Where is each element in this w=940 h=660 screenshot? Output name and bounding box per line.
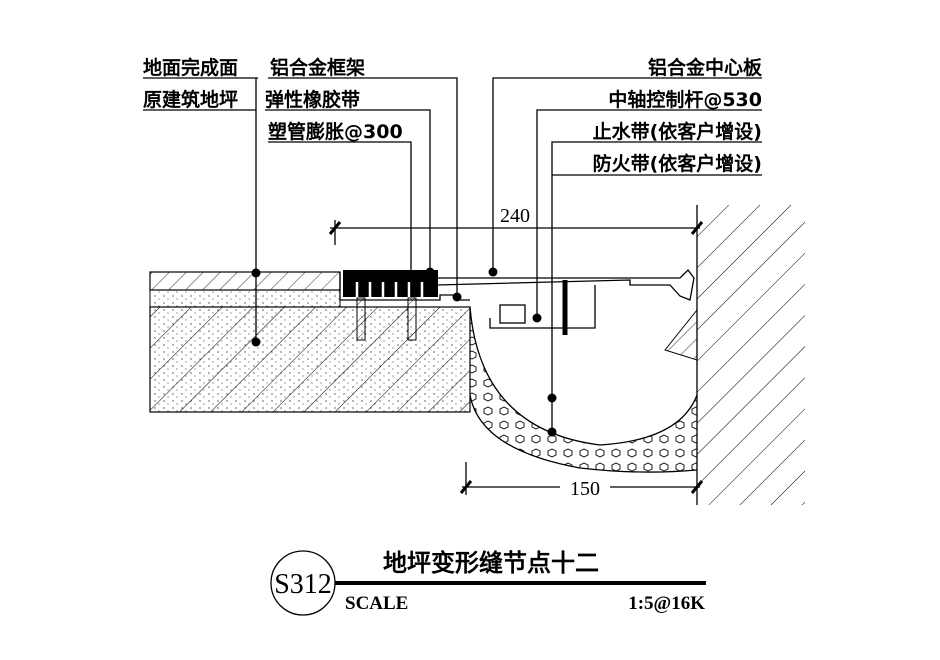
dimension-240: 240 (328, 205, 704, 245)
drawing-title: 地坪变形缝节点十二 (383, 548, 599, 577)
floor-slab (149, 271, 471, 413)
center-plate (436, 269, 698, 361)
label-center-plate: 铝合金中心板 (648, 56, 763, 79)
label-water-stop: 止水带(依客户增设) (593, 120, 762, 143)
label-rubber-strip: 弹性橡胶带 (265, 88, 360, 111)
title-block: S312 地坪变形缝节点十二 SCALE 1:5@16K (270, 548, 706, 616)
label-aluminium-frame: 铝合金框架 (270, 56, 365, 79)
wall (696, 205, 805, 505)
leader-lines (143, 77, 762, 437)
dimension-150: 150 (459, 462, 704, 500)
expansion-anchors (356, 297, 417, 341)
label-original-floor: 原建筑地坪 (143, 88, 238, 111)
callout-labels: 地面完成面 原建筑地坪 铝合金框架 弹性橡胶带 塑管膨胀@300 铝合金中心板 … (143, 56, 763, 175)
label-control-rod: 中轴控制杆@530 (608, 88, 762, 111)
drawing-number: S312 (274, 569, 332, 600)
scale-label: SCALE (345, 593, 408, 614)
label-anchor: 塑管膨胀@300 (268, 120, 403, 143)
aluminium-frame (339, 270, 470, 301)
fire-strip (469, 307, 698, 473)
label-floor-finish: 地面完成面 (143, 56, 238, 79)
scale-value: 1:5@16K (628, 593, 705, 614)
dimension-label: 240 (500, 205, 530, 227)
label-fire-strip: 防火带(依客户增设) (593, 152, 762, 175)
dimension-label: 150 (570, 478, 600, 500)
